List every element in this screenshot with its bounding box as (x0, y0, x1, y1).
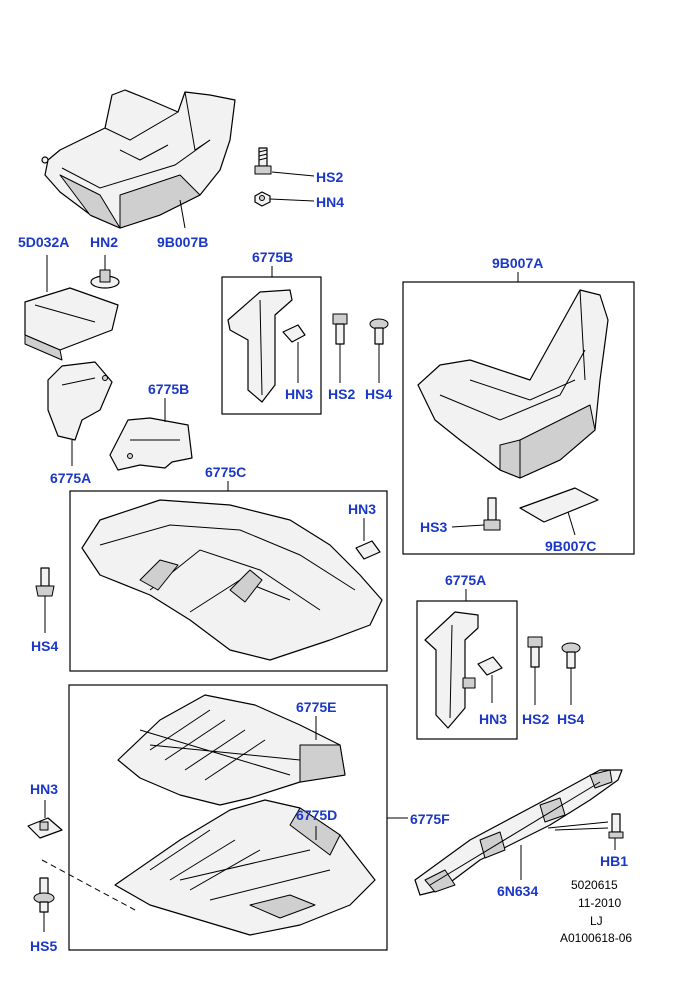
part-6775d-drawing (114, 799, 376, 936)
bolt-hs4-b (369, 318, 389, 345)
clip-hn3-left (27, 817, 63, 839)
label-6775f: 6775F (410, 811, 450, 827)
label-6n634: 6N634 (497, 883, 538, 899)
label-hb1: HB1 (600, 853, 628, 869)
fastener-hn2 (90, 269, 120, 289)
label-hs4-left: HS4 (31, 638, 58, 654)
label-hs5: HS5 (30, 938, 57, 954)
bolt-hs2-top (254, 147, 272, 175)
label-6775b-box: 6775B (252, 249, 293, 265)
label-9b007c: 9B007C (545, 538, 596, 554)
clip-hn3-a (477, 656, 503, 676)
bolt-hs2-b (332, 313, 348, 345)
label-hs2-a: HS2 (522, 711, 549, 727)
label-5d032a: 5D032A (18, 234, 69, 250)
part-6775a-loose-drawing (47, 361, 113, 441)
part-5d032a-drawing (24, 287, 119, 361)
bolt-hs4-a (561, 642, 581, 669)
label-hs4-b: HS4 (365, 386, 392, 402)
clip-hn3-b (282, 324, 306, 343)
label-hs3: HS3 (420, 519, 447, 535)
part-6775b-loose-drawing (109, 417, 193, 471)
part-6n634-drawing (414, 769, 623, 896)
bolt-hb1 (608, 813, 624, 839)
box-6775a (416, 600, 518, 740)
bolt-hs3 (483, 497, 501, 531)
label-6775b-loose: 6775B (148, 381, 189, 397)
info-date: 11-2010 (578, 896, 621, 910)
label-6775a-box: 6775A (445, 572, 486, 588)
info-ref: A0100618-06 (560, 931, 632, 945)
info-number: 5020615 (571, 878, 618, 892)
label-6775d: 6775D (296, 807, 337, 823)
box-6775b (221, 276, 322, 415)
label-hn3-left: HN3 (30, 781, 58, 797)
clip-hn3-c (355, 540, 381, 560)
label-9b007a: 9B007A (492, 255, 543, 271)
box-6775c (69, 490, 388, 672)
part-6775a-bracket-drawing (424, 611, 479, 729)
label-6775e: 6775E (296, 699, 336, 715)
label-hn3-a: HN3 (479, 711, 507, 727)
part-9b007b-drawing (41, 89, 236, 229)
part-9b007c-drawing (519, 487, 599, 523)
label-hs2-top: HS2 (316, 169, 343, 185)
part-9b007a-drawing (417, 289, 609, 479)
part-6775e-drawing (117, 694, 346, 806)
part-6775c-drawing (81, 499, 383, 661)
label-hs4-a: HS4 (557, 711, 584, 727)
label-6775a-loose: 6775A (50, 470, 91, 486)
label-hn3-b: HN3 (285, 386, 313, 402)
info-code: LJ (590, 914, 603, 928)
part-6775b-bracket-drawing (227, 289, 293, 403)
label-hs2-b: HS2 (328, 386, 355, 402)
label-hn2: HN2 (90, 234, 118, 250)
box-9b007a (402, 281, 635, 555)
label-hn4-top: HN4 (316, 194, 344, 210)
nut-hn4 (254, 191, 271, 207)
label-9b007b: 9B007B (157, 234, 208, 250)
bolt-hs4-left (35, 567, 55, 597)
bolt-hs2-a (527, 636, 543, 668)
label-hn3-c: HN3 (348, 501, 376, 517)
label-6775c: 6775C (205, 464, 246, 480)
bolt-hs5 (33, 877, 55, 913)
